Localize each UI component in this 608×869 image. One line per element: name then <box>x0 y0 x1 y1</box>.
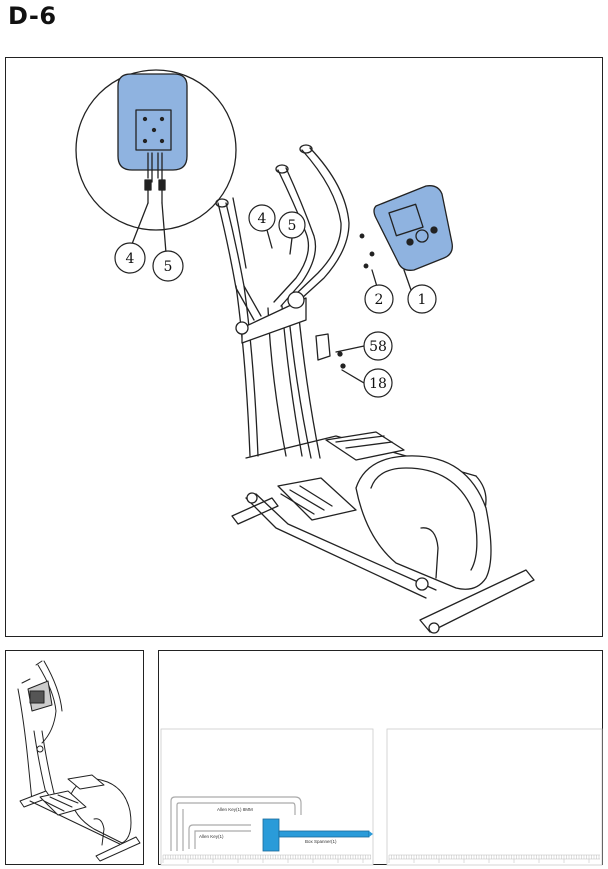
svg-text:5: 5 <box>288 218 297 234</box>
tools-drawing: Allen Key(1) 8MM Allen Key(1) Box Spanne… <box>160 728 603 866</box>
callout-cable-b: 5 <box>278 211 306 239</box>
assembly-drawing: 4 5 4 5 2 1 58 <box>75 69 535 634</box>
small-parts <box>315 233 375 369</box>
flywheel-cover <box>355 455 492 590</box>
allen-key-small-shape <box>188 824 251 849</box>
overview-thumbnail <box>5 650 144 865</box>
callout-bracket: 58 <box>363 331 393 361</box>
ruler-left-ticks <box>162 855 371 863</box>
svg-text:2: 2 <box>375 292 384 308</box>
svg-text:4: 4 <box>258 211 267 227</box>
allen-key-small-label: Allen Key(1) <box>199 834 224 839</box>
zoom-detail <box>75 69 237 254</box>
box-spanner-label: Box Spanner(1) <box>305 839 337 844</box>
ruler-right-ticks <box>388 855 600 863</box>
callout-cable-a-zoom: 4 <box>114 242 146 274</box>
leader-lines <box>266 229 412 384</box>
tools-panel: Allen Key(1) 8MM Allen Key(1) Box Spanne… <box>158 650 603 866</box>
svg-text:58: 58 <box>369 339 387 355</box>
allen-key-large-shape <box>170 796 302 851</box>
pedals <box>277 431 405 521</box>
frame-uprights <box>215 144 350 459</box>
console <box>373 185 453 271</box>
overview-drawing <box>17 660 141 862</box>
allen-key-large-label: Allen Key(1) 8MM <box>217 807 253 812</box>
callout-cable-a: 4 <box>248 204 276 232</box>
svg-text:4: 4 <box>126 251 135 267</box>
callout-cable-b-zoom: 5 <box>152 250 184 282</box>
box-spanner-shape <box>262 818 373 852</box>
callout-console: 1 <box>407 284 437 314</box>
main-assembly-panel: 4 5 4 5 2 1 58 <box>5 57 603 637</box>
svg-text:18: 18 <box>369 376 387 392</box>
ruler-left <box>163 854 371 860</box>
svg-text:1: 1 <box>418 292 427 308</box>
callout-washer: 18 <box>363 368 393 398</box>
svg-text:5: 5 <box>164 259 173 275</box>
callout-bolt: 2 <box>364 284 394 314</box>
tools-subpanel-right <box>386 728 603 866</box>
step-title: D-6 <box>8 2 57 30</box>
